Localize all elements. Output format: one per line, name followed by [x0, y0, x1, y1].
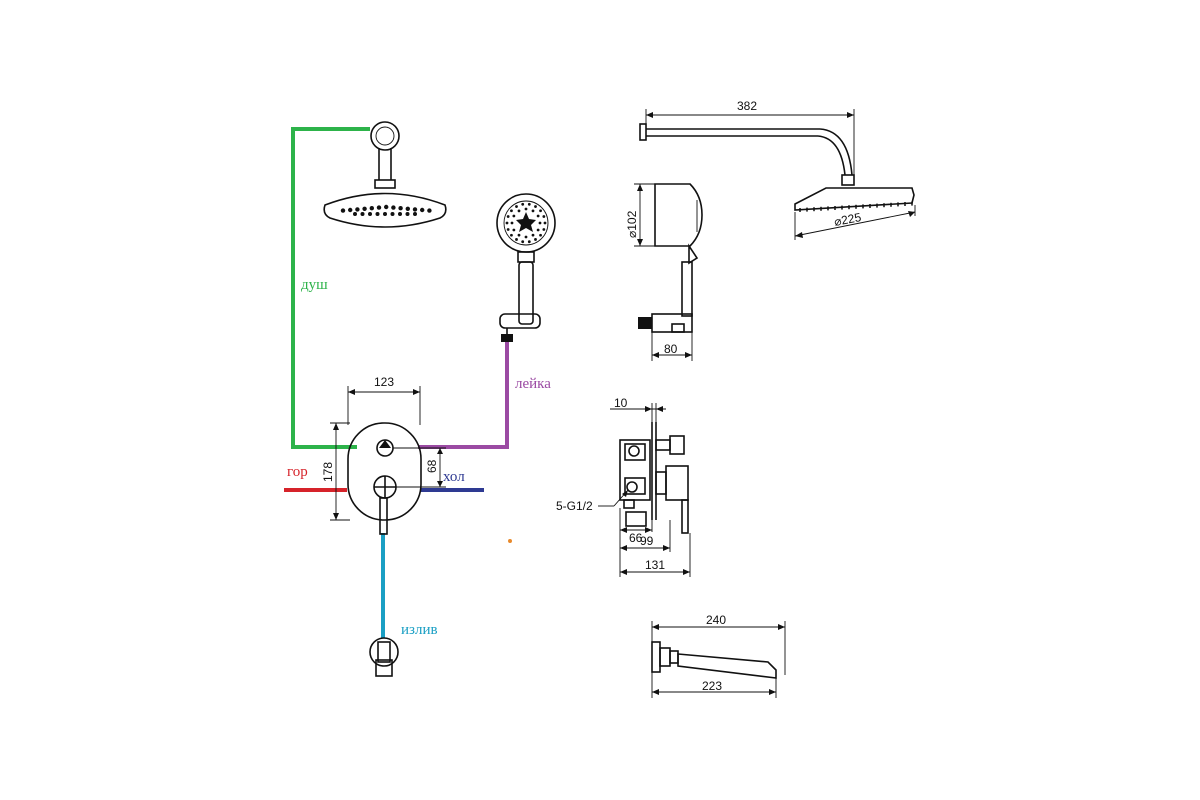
hand-nozzle	[539, 209, 542, 213]
nozzle	[405, 212, 410, 216]
nozzle	[355, 207, 360, 212]
nozzle	[420, 207, 425, 213]
dim-mixer-axis: 68	[425, 459, 439, 473]
spout-dimensions: 240 223	[651, 613, 786, 698]
dim-holder-width: 80	[664, 342, 678, 356]
dim-spout-223: 223	[702, 679, 722, 693]
spout-label: излив	[401, 622, 438, 638]
hand-nozzle	[542, 215, 546, 218]
hand-nozzle	[527, 240, 531, 244]
nozzles	[340, 204, 432, 216]
nozzle	[412, 207, 418, 212]
hand-nozzle	[506, 215, 510, 218]
mixer-side	[619, 422, 689, 534]
mixer-dimensions: 123 178 68	[321, 375, 446, 521]
dim-thread: 5-G1/2	[556, 499, 593, 513]
handshower-line	[418, 338, 509, 449]
hand-nozzle	[527, 202, 531, 206]
hand-nozzle	[515, 205, 518, 208]
nozzle	[360, 212, 365, 216]
nozzle	[376, 205, 382, 210]
hand-nozzle	[521, 202, 525, 206]
hand-nozzle	[536, 228, 540, 232]
nozzle	[390, 212, 395, 216]
hot-label: гор	[287, 464, 308, 480]
handshower-label: лейка	[515, 376, 551, 392]
hand-nozzles	[505, 202, 547, 244]
hand-nozzle	[542, 228, 546, 231]
hand-nozzle	[506, 228, 510, 231]
cold-label: хол	[443, 469, 465, 485]
hand-nozzle	[512, 228, 516, 232]
dim-hand-diameter: ⌀102	[625, 210, 639, 238]
dim-mixer-height: 178	[321, 462, 335, 482]
side-nozzles	[799, 201, 913, 212]
mixer-side-dimensions: 10 5-G1/2 66 99 131	[556, 396, 691, 577]
nozzle	[391, 205, 396, 210]
shower-label: душ	[301, 277, 328, 293]
nozzle	[405, 206, 410, 211]
nozzle	[383, 212, 387, 216]
hand-nozzle	[510, 233, 513, 237]
dim-depth-131: 131	[645, 558, 665, 572]
hand-nozzle	[510, 221, 514, 225]
hand-nozzle	[517, 233, 521, 237]
hand-nozzle	[531, 209, 535, 213]
connection-lines	[284, 127, 509, 638]
hand-nozzle	[517, 209, 521, 213]
spout-front	[369, 637, 399, 677]
nozzle	[348, 207, 353, 213]
hand-shower-front	[496, 193, 556, 342]
hand-nozzle	[512, 214, 516, 218]
dim-arm-length: 382	[737, 99, 757, 113]
hand-nozzle	[543, 221, 547, 225]
rain-shower-front	[323, 121, 447, 228]
nozzle	[362, 206, 367, 211]
hand-nozzle	[534, 205, 537, 208]
nozzle	[340, 208, 346, 213]
hand-nozzle	[510, 209, 513, 213]
nozzle	[413, 212, 417, 216]
nozzle	[353, 212, 357, 216]
hand-nozzle	[538, 221, 542, 225]
nozzle	[368, 212, 372, 216]
hand-nozzle	[505, 221, 509, 225]
dim-spout-240: 240	[706, 613, 726, 627]
nozzle	[384, 204, 389, 210]
hand-nozzle	[539, 233, 542, 237]
hand-shower-dimensions: ⌀102 80	[625, 183, 693, 361]
nozzle	[369, 206, 374, 211]
hand-shower-side	[638, 183, 703, 333]
hand-nozzle	[536, 214, 540, 218]
nozzle	[375, 212, 380, 216]
dim-head-diameter: ⌀225	[833, 210, 863, 229]
dim-mixer-width: 123	[374, 375, 394, 389]
nozzle	[398, 212, 402, 216]
dim-depth-66: 66	[629, 531, 643, 545]
hand-nozzle	[524, 207, 528, 211]
hand-nozzle	[521, 240, 525, 244]
dim-depth-99: 99	[640, 534, 654, 548]
orange-dot	[508, 539, 512, 543]
shower-arm-side	[639, 123, 915, 212]
spout-side	[651, 641, 777, 679]
shower-arm-dimensions: 382 ⌀225	[645, 99, 916, 240]
nozzle	[398, 206, 403, 211]
hand-nozzle	[524, 235, 528, 239]
shower-line	[291, 127, 370, 449]
mixer-plate-front	[347, 422, 422, 535]
nozzle	[427, 208, 432, 213]
hand-nozzle	[534, 238, 537, 241]
hand-nozzle	[531, 233, 535, 237]
hand-nozzle	[515, 238, 518, 241]
dim-plate-thickness: 10	[614, 396, 628, 410]
